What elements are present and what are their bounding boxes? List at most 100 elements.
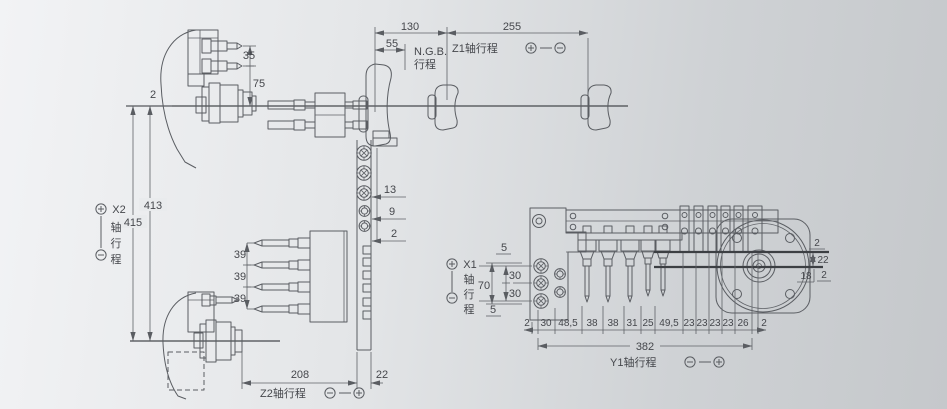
- guide-bush-z1: [580, 84, 612, 131]
- dim-2-left: 2: [150, 89, 156, 101]
- minus-circle-icon: [554, 42, 566, 54]
- chain-dim-13: 2: [761, 318, 767, 329]
- screw-icon: [533, 275, 549, 291]
- x1-axis-label: X1 轴 行 程: [446, 258, 477, 316]
- y1-label-text: Y1轴行程: [610, 355, 656, 369]
- z1-axis-label: Z1轴行程: [452, 41, 566, 55]
- chain-dim-8: 23: [683, 318, 695, 329]
- minus-circle-icon: [684, 356, 696, 368]
- spacer-plates: [679, 205, 763, 253]
- minus-circle-icon: [446, 292, 458, 304]
- x1-label: X1: [463, 259, 476, 271]
- chain-dim-7: 49,5: [659, 318, 679, 329]
- dim-5-top: 5: [501, 242, 507, 254]
- back-drill-unit: [247, 230, 348, 323]
- dim-9: 9: [389, 206, 395, 218]
- screw-icon: [356, 185, 372, 201]
- minus-circle-icon: [95, 249, 107, 261]
- top-view: 130 55 255 N.G.B. 行程 Z1轴行程 35 75 2 413 4…: [95, 21, 628, 400]
- chain-dim-12: 26: [737, 318, 749, 329]
- spindle-upper: [195, 82, 257, 124]
- chain-dim-0: 2: [524, 318, 530, 329]
- plus-circle-icon: [446, 258, 458, 270]
- dim-382: 382: [636, 341, 654, 353]
- screw-icon: [533, 258, 549, 274]
- dim-2-mid: 2: [391, 228, 397, 240]
- x2-char-1: 轴: [111, 220, 122, 234]
- z1-label-text: Z1轴行程: [452, 41, 498, 55]
- x1-char-1: 轴: [464, 272, 475, 286]
- dim-2-bottom-right: 2: [821, 270, 827, 281]
- screw-icon: [554, 268, 566, 280]
- guide-bush-z1: [427, 84, 459, 131]
- chain-dim-9: 23: [696, 318, 708, 329]
- x1-char-2: 行: [464, 288, 475, 301]
- dim-30-bottom: 30: [509, 288, 521, 300]
- turret-assembly-lower-left: [130, 291, 280, 400]
- dim-35: 35: [243, 50, 255, 62]
- chain-dim-10: 23: [709, 318, 721, 329]
- guide-bush-main: [358, 63, 398, 147]
- plus-circle-icon: [95, 203, 107, 215]
- chain-dim-1: 30: [540, 318, 552, 329]
- dim-39-3: 39: [234, 293, 246, 305]
- x2-char-2: 行: [111, 237, 122, 250]
- screw-icon: [356, 165, 372, 181]
- x2-axis-label: X2 轴 行 程: [95, 203, 126, 266]
- dim-18: 18: [800, 271, 812, 282]
- minus-circle-icon: [324, 387, 336, 399]
- drill-tool: [247, 281, 311, 293]
- x2-char-3: 程: [111, 253, 122, 266]
- drill-tool: [247, 259, 311, 271]
- z2-axis-label: Z2轴行程: [260, 386, 365, 400]
- screw-icon: [554, 286, 566, 298]
- dim-413: 413: [144, 200, 162, 212]
- dim-255: 255: [503, 21, 521, 33]
- chain-dim-11: 23: [722, 318, 734, 329]
- screw-icon: [533, 293, 549, 309]
- dim-13: 13: [384, 184, 396, 196]
- dim-55: 55: [386, 38, 398, 50]
- x2-label: X2: [112, 204, 125, 216]
- dimensions-rail: 2 22 18 2: [797, 238, 831, 283]
- x1-char-3: 程: [464, 303, 475, 316]
- dim-22-right: 22: [817, 255, 829, 266]
- dimensions-top: 130 55 255 N.G.B. 行程 Z1轴行程 35 75 2 413 4…: [95, 21, 589, 400]
- drill-tool: [620, 225, 640, 303]
- dim-130: 130: [401, 21, 419, 33]
- chain-dim-5: 31: [626, 318, 638, 329]
- drill-tool: [201, 293, 239, 307]
- dim-5-bottom: 5: [490, 304, 496, 316]
- dimensions-chain: 2 30 48,5 38 38 31 25 49,5 23 23 23 23 2…: [523, 253, 767, 369]
- y1-axis-label: Y1轴行程: [610, 355, 725, 369]
- ngb-label-line2: 行程: [414, 58, 436, 71]
- drill-tool: [201, 38, 243, 54]
- gang-tool-post: [356, 140, 378, 351]
- dim-39-1: 39: [234, 249, 246, 261]
- side-view: X1 轴 行 程 70 30 30 5 5: [446, 205, 831, 369]
- dim-70: 70: [478, 280, 490, 292]
- screw-icon: [358, 205, 371, 217]
- drill-tool: [247, 303, 311, 315]
- tool-rail: [565, 209, 779, 241]
- drill-tool: [640, 225, 656, 297]
- dim-208: 208: [291, 369, 309, 381]
- chain-dim-3: 38: [586, 318, 598, 329]
- z2-label-text: Z2轴行程: [260, 386, 306, 400]
- plus-circle-icon: [713, 356, 725, 368]
- drill-tool: [577, 225, 597, 303]
- drill-tool: [201, 58, 243, 74]
- dimensions-x1: 70 30 30 5 5: [478, 242, 522, 317]
- cross-drill-unit: [267, 92, 368, 138]
- drill-tool: [598, 225, 618, 303]
- spindle-lower: [193, 319, 243, 363]
- dim-22: 22: [376, 369, 388, 381]
- plus-circle-icon: [353, 387, 365, 399]
- chain-dim-6: 25: [642, 318, 654, 329]
- dim-2-top-right: 2: [814, 238, 820, 249]
- ngb-label-line1: N.G.B.: [414, 46, 447, 58]
- dim-39-2: 39: [234, 271, 246, 283]
- plus-circle-icon: [525, 42, 537, 54]
- vertical-drill-row: [577, 225, 671, 303]
